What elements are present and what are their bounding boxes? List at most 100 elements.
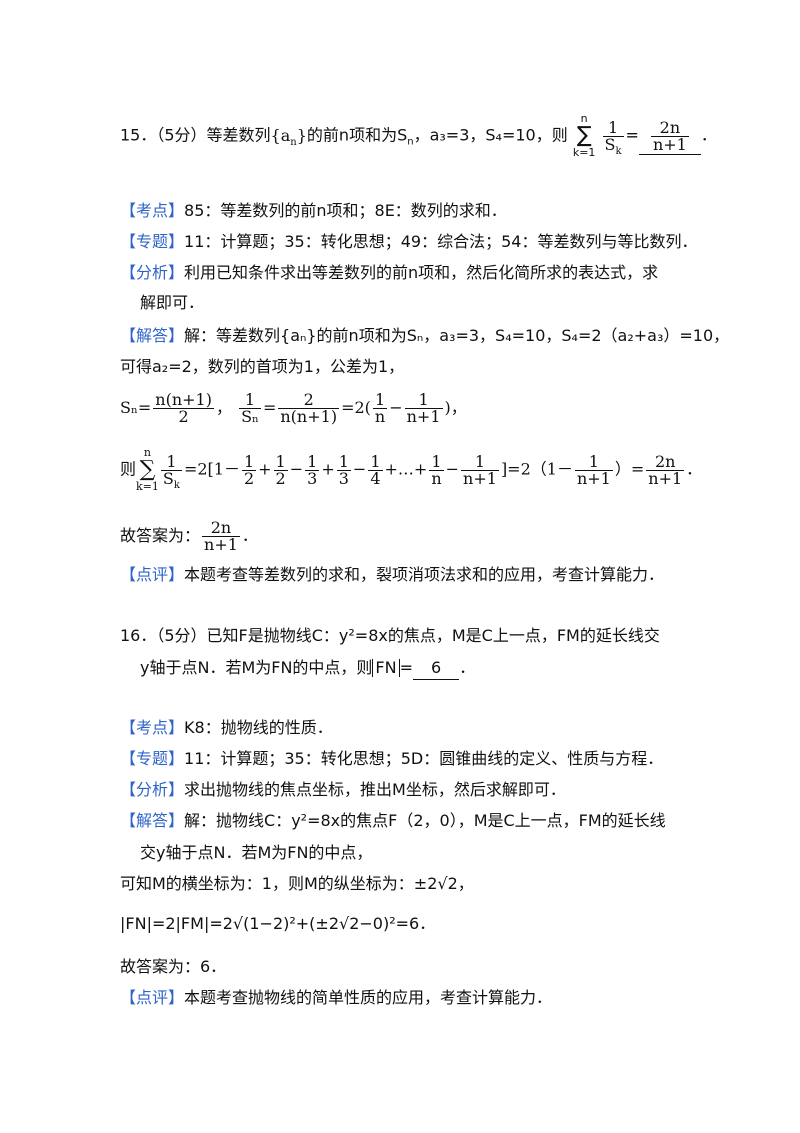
q16-answer-blank: 6	[413, 657, 460, 680]
zhuanti-text: 11：计算题；35：转化思想；49：综合法；54：等差数列与等比数列．	[184, 232, 698, 251]
kaodian-text: K8：抛物线的性质．	[184, 718, 333, 737]
sn-num: n(n+1)	[155, 390, 212, 409]
c6-den: n	[429, 468, 444, 488]
c7-den: n+1	[461, 468, 499, 488]
q15-jieda: 【解答】解：等差数列{aₙ}的前n项和为Sₙ，a₃=3，S₄=10，S₄=2（a…	[120, 325, 729, 347]
c7-num: 1	[474, 451, 486, 471]
c3-den: 3	[305, 468, 320, 488]
q15-end: ．	[700, 125, 717, 145]
zhuanti-text: 11：计算题；35：转化思想；5D：圆锥曲线的定义、性质与方程．	[184, 749, 664, 768]
q16-jieda-l2: 交y轴于点N．若M为FN的中点，	[140, 843, 373, 862]
q15-eq: =	[625, 125, 639, 145]
kaodian-tag: 【考点】	[120, 718, 185, 737]
c6-num: 1	[431, 451, 442, 471]
sum-sigma: n∑k=1	[136, 446, 159, 494]
c4-den: 3	[336, 468, 351, 488]
q16-eq: =	[399, 658, 413, 677]
dianping-tag: 【点评】	[120, 988, 185, 1007]
t1-den: n	[372, 407, 388, 426]
sn-frac: n(n+1)2	[153, 392, 214, 425]
q15-stem-text: 15．（5分）等差数列	[120, 125, 271, 145]
q15-fenxi-cont: 解即可．	[140, 293, 205, 312]
recip-den: Sₙ	[239, 407, 261, 426]
q15-stem-mid: 的前n项和为S	[306, 125, 408, 145]
answer-final-den: n+1	[202, 535, 240, 554]
q16-kaodian: 【考点】K8：抛物线的性质．	[120, 717, 333, 739]
sigma-bottom: k=1	[572, 146, 596, 159]
c2-den: 2	[273, 468, 288, 488]
q16-end: ．	[459, 658, 476, 677]
sum-sigma-top: n	[143, 446, 151, 459]
answer-final-num: 2n	[210, 518, 232, 537]
recip-end: )，	[444, 398, 467, 417]
answer-label: 故答案为：	[120, 526, 201, 545]
q15-jieda-l2: 可得a₂=2，数列的首项为1，公差为1，	[120, 357, 405, 376]
kaodian-text: 85：等差数列的前n项和；8E：数列的求和．	[184, 201, 507, 220]
recip-mid: =2(	[341, 398, 371, 417]
q15-stem-cond: ，a₃=3，S₄=10，则	[413, 125, 568, 145]
zhuanti-tag: 【专题】	[120, 232, 185, 251]
sn-label: Sₙ=	[120, 398, 152, 417]
recip-den2: n(n+1)	[278, 407, 340, 426]
c5-num: 1	[370, 451, 381, 471]
c9-num: 2n	[654, 451, 676, 471]
frac-num: 1	[607, 117, 619, 137]
c4-num: 1	[338, 451, 349, 471]
sum-chain2: ]=2（1－	[500, 459, 573, 479]
q15-kaodian: 【考点】85：等差数列的前n项和；8E：数列的求和．	[120, 200, 507, 222]
q16-answer: 故答案为：6．	[120, 957, 227, 976]
recip-num2: 2	[303, 390, 314, 409]
c1-den: 2	[241, 468, 257, 488]
frac-den: Sk	[602, 134, 624, 156]
sum-chain3: ）=	[614, 459, 645, 479]
q16-jieda: 【解答】解：抛物线C：y²=8x的焦点F（2，0），M是C上一点，FM的延长线	[120, 810, 666, 832]
q15-dianping: 【点评】本题考查等差数列的求和，裂项消项法求和的应用，考查计算能力．	[120, 564, 664, 586]
jieda-line-1: 解：等差数列{aₙ}的前n项和为Sₙ，a₃=3，S₄=10，S₄=2（a₂+a₃…	[184, 326, 730, 345]
q16-dianping: 【点评】本题考查抛物线的简单性质的应用，考查计算能力．	[120, 987, 552, 1009]
sigma-symbol: ∑	[576, 123, 592, 148]
q16-fenxi: 【分析】求出抛物线的焦点坐标，推出M坐标，然后求解即可．	[120, 779, 566, 801]
answer-num: 2n	[659, 117, 681, 137]
q16-stem: 16．（5分）已知F是抛物线C：y²=8x的焦点，M是C上一点，FM的延长线交	[120, 626, 660, 645]
sum-line-pre: 则	[120, 459, 137, 479]
c8-num: 1	[588, 451, 599, 471]
t2-den: n+1	[404, 407, 443, 426]
frac-den-letter: S	[604, 134, 616, 154]
q16-stem2-text: y轴于点N．若M为FN的中点，则	[140, 658, 373, 677]
fenxi-tag: 【分析】	[120, 780, 185, 799]
q16-jieda-l3: 可知M的横坐标为：1，则M的纵坐标为：±2√2，	[120, 874, 474, 893]
t1-num: 1	[374, 390, 386, 409]
t2-num: 1	[418, 390, 429, 409]
fenxi-text: 利用已知条件求出等差数列的前n项和，然后化简所求的表达式，求	[184, 263, 659, 282]
seq-sub: n	[290, 136, 297, 148]
c2-num: 1	[275, 451, 286, 471]
seq-letter: a	[280, 125, 291, 145]
q15-stem: 15．（5分）等差数列{an}的前n项和为Sn，a₃=3，S₄=10，则 n∑k…	[120, 112, 717, 160]
q16-zhuanti: 【专题】11：计算题；35：转化思想；5D：圆锥曲线的定义、性质与方程．	[120, 748, 663, 770]
jieda-tag: 【解答】	[120, 811, 185, 830]
sum-frac-den-sub: k	[173, 479, 180, 491]
sum-sigma-symbol: ∑	[139, 457, 156, 482]
frac-den-sub: k	[615, 145, 622, 157]
kaodian-tag: 【考点】	[120, 201, 185, 220]
fenxi-text: 求出抛物线的焦点坐标，推出M坐标，然后求解即可．	[184, 780, 566, 799]
recip-num: 1	[244, 390, 256, 409]
